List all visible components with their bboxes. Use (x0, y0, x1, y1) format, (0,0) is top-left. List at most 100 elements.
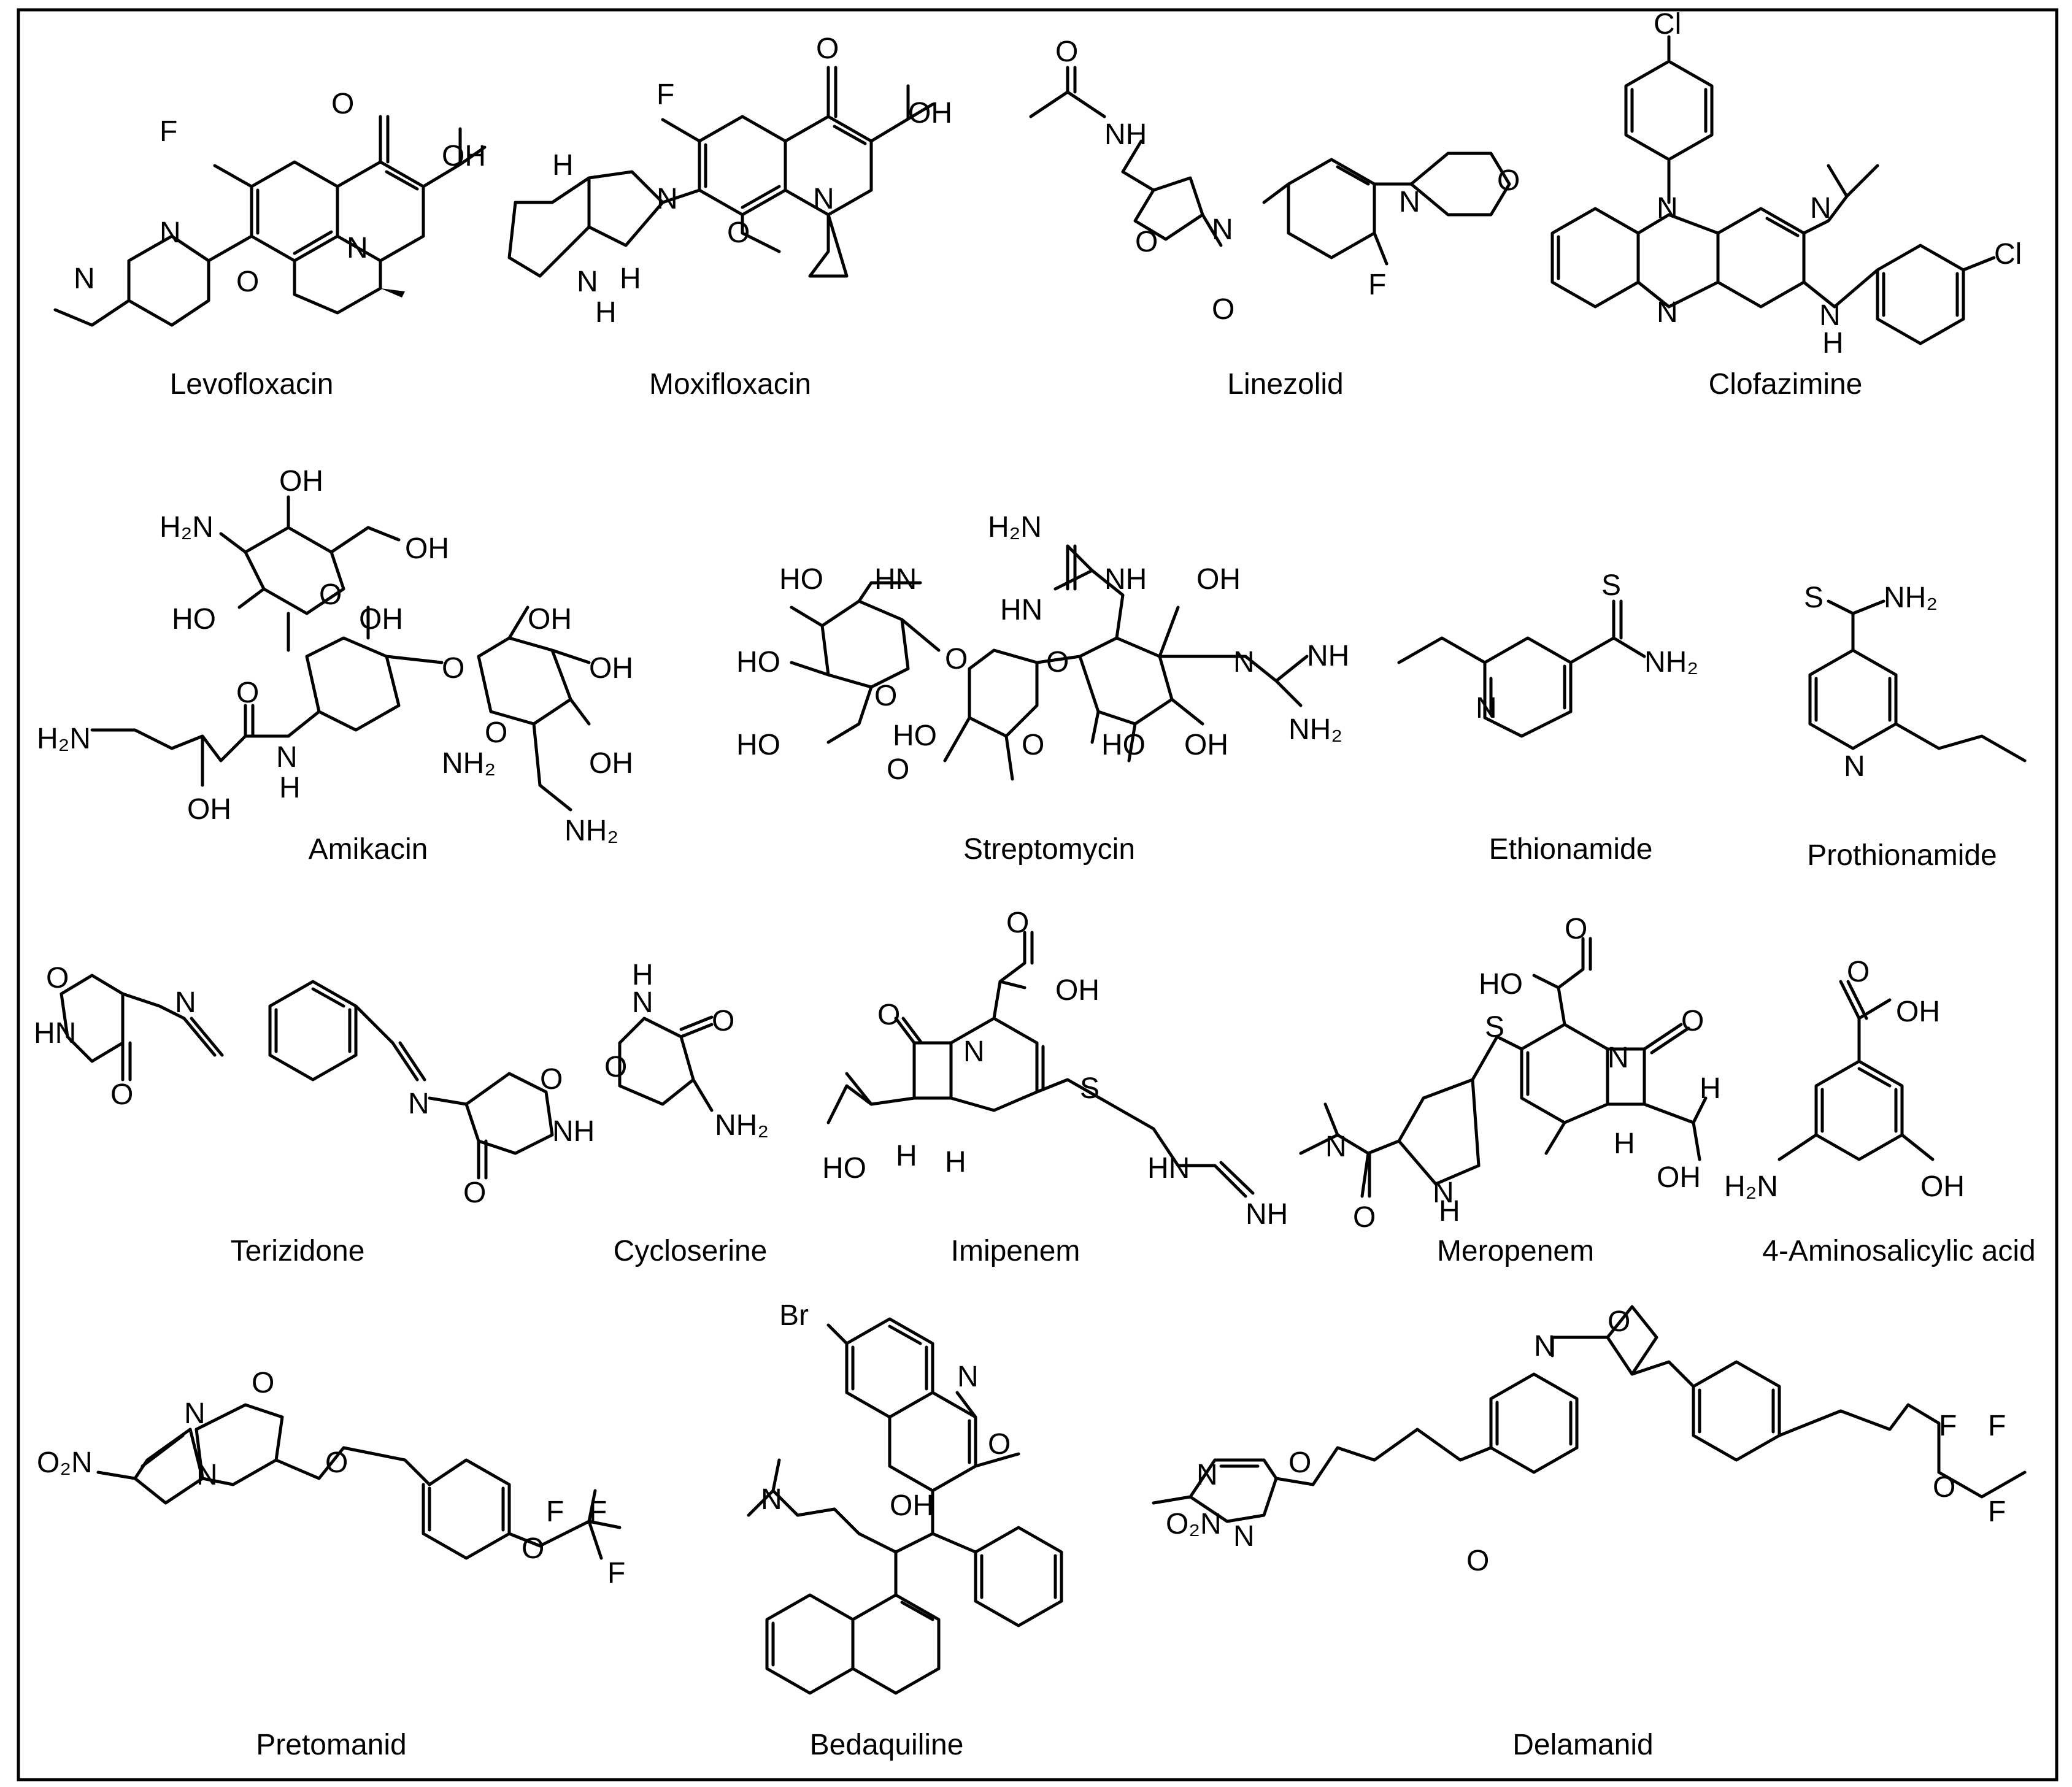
atom-label: N (347, 232, 368, 264)
structure-clofazimine: Cl N N N N H Cl (1550, 8, 2022, 359)
atom-label: O (1055, 36, 1078, 68)
atom-label: N (160, 217, 181, 249)
atom-label: O (252, 1367, 274, 1399)
structure-levofloxacin: F O OH N N O N (53, 88, 487, 327)
atom-label: N (1810, 192, 1831, 225)
atom-label: O (1006, 907, 1029, 939)
atom-label: O (236, 266, 259, 298)
compound-caption: Ethionamide (1489, 833, 1653, 866)
atom-label: NH₂ (715, 1109, 769, 1142)
atom-label: N (1433, 1177, 1454, 1209)
atom-label: H (1614, 1128, 1635, 1160)
atom-label: N (175, 986, 196, 1019)
atom-label: HO (1479, 968, 1523, 1001)
atom-label: O (727, 217, 750, 249)
atom-label: OH (187, 793, 231, 826)
atom-label: S (1804, 582, 1824, 614)
atom-label: O (442, 652, 464, 685)
atom-label: N (1534, 1330, 1555, 1362)
atom-label: N (632, 986, 653, 1019)
atom-label: O (816, 33, 839, 65)
structure-delamanid: O N F F O F N O O₂N N O (1152, 1305, 2027, 1577)
structure-4-aminosalicylic-acid: O OH H₂N OH (1724, 956, 1965, 1203)
atom-label: O (110, 1078, 133, 1111)
structure-ethionamide: S NH₂ N (1397, 569, 1698, 738)
compound-caption: Terizidone (231, 1235, 365, 1267)
atom-label: O (46, 962, 69, 994)
atom-label: OH (1896, 996, 1940, 1028)
atom-label: O (236, 677, 259, 709)
structure-terizidone: O HN O N N O NH O (34, 962, 595, 1209)
atom-label: H (1439, 1195, 1460, 1228)
atom-label: H₂N (160, 511, 214, 544)
atom-label: H (279, 772, 301, 804)
atom-label: NH (552, 1115, 595, 1148)
structure-imipenem: O OH O N S HO H H HN NH (822, 907, 1288, 1231)
atom-label: HO (1101, 729, 1146, 761)
atom-label: HO (822, 1152, 866, 1185)
atom-label: OH (528, 603, 572, 636)
atom-label: H (1700, 1072, 1721, 1105)
atom-label: OH (405, 532, 449, 565)
atom-label: N (1399, 186, 1420, 218)
atom-label: NH₂ (442, 747, 496, 780)
atom-label: OH (279, 465, 323, 498)
atom-label: O (945, 643, 968, 675)
structure-moxifloxacin: F O OH N N H H N H O (507, 33, 952, 329)
atom-label: OH (589, 747, 633, 780)
atom-label: O (1608, 1305, 1630, 1338)
compound-caption: Clofazimine (1709, 368, 1863, 401)
atom-label: NH (1104, 563, 1147, 596)
compound-caption: Amikacin (309, 833, 428, 866)
atom-label: N (74, 263, 95, 295)
atom-label: N (963, 1036, 985, 1068)
atom-label: H (896, 1140, 917, 1172)
atom-label: HN (874, 563, 917, 596)
atom-label: NH₂ (1644, 646, 1698, 678)
compound-caption: Bedaquiline (810, 1729, 964, 1761)
structure-cycloserine: N H O O NH₂ (604, 959, 769, 1142)
compound-caption: Imipenem (951, 1235, 1080, 1267)
compound-caption: Streptomycin (963, 833, 1135, 866)
structure-meropenem: HO O S N O H N N O H H OH (1299, 913, 1721, 1234)
atom-label: HN (1000, 594, 1042, 626)
atom-label: OH (359, 603, 403, 636)
compound-caption: Delamanid (1512, 1729, 1653, 1761)
atom-label: OH (908, 97, 952, 129)
atom-label: H₂N (37, 723, 91, 755)
atom-label: OH (1184, 729, 1228, 761)
atom-label: F (546, 1496, 564, 1528)
atom-label: HO (736, 646, 780, 678)
atom-label: N (1844, 750, 1865, 783)
atom-label: O (463, 1177, 486, 1209)
atom-label: N (761, 1483, 782, 1516)
atom-label: NH₂ (564, 815, 618, 847)
atom-label: HN (1147, 1152, 1190, 1185)
atom-label: S (1080, 1072, 1100, 1105)
atom-label: O (712, 1005, 734, 1037)
atom-label: NH (1246, 1198, 1288, 1231)
atom-label: O₂N (1166, 1508, 1222, 1540)
atom-label: O (1022, 729, 1044, 761)
atom-label: N (577, 266, 598, 298)
atom-label: NH₂ (1288, 713, 1342, 746)
compound-caption: Meropenem (1437, 1235, 1594, 1267)
atom-label: H₂N (988, 511, 1042, 544)
atom-label: F (160, 115, 177, 148)
atom-label: H (552, 149, 574, 182)
atom-label: H (632, 959, 653, 991)
compound-caption: Levofloxacin (170, 368, 334, 401)
atom-label: N (1476, 692, 1497, 724)
atom-label: O (604, 1051, 627, 1083)
atom-label: S (1601, 569, 1621, 602)
atom-label: O (1212, 293, 1234, 326)
atom-label: O (540, 1063, 563, 1096)
atom-label: N (408, 1088, 429, 1120)
atom-label: N (1212, 213, 1233, 246)
atom-label: H (1822, 327, 1844, 359)
structure-amikacin: OH H₂N OH HO O OH OH O OH H₂N O N H OH N… (37, 465, 633, 847)
atom-label: S (1485, 1011, 1504, 1043)
atom-label: HO (172, 603, 216, 636)
